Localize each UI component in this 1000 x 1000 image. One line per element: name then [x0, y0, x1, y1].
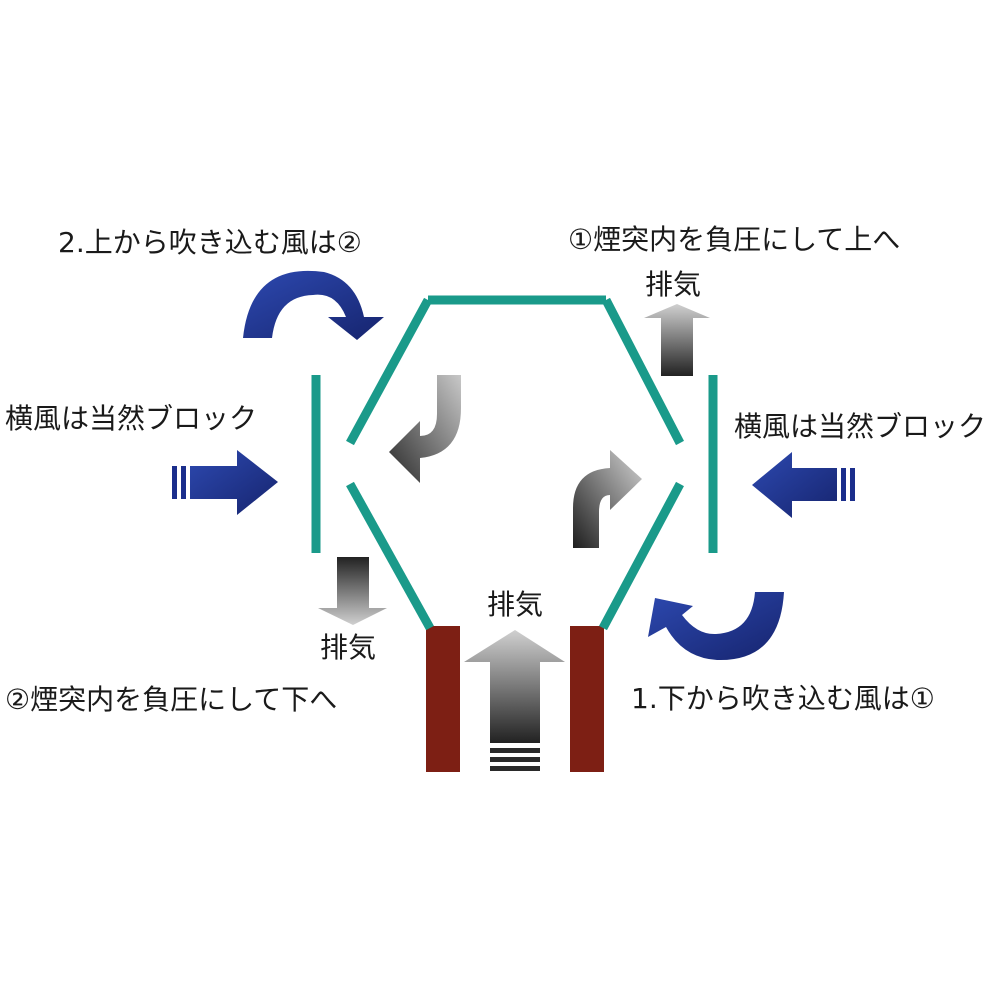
curved-wind-arrow-top	[243, 270, 384, 340]
cap-lower-right-slope	[599, 481, 684, 631]
chimney-wall-right	[570, 626, 604, 772]
label-exhaust-top-right: 排気	[645, 268, 702, 301]
inner-turn-left-arrow	[389, 375, 461, 483]
chimney-cap	[311, 295, 718, 631]
side-wind-arrow-right	[752, 452, 855, 518]
side-wind-arrow-left	[172, 450, 278, 515]
cap-upper-right-slope	[602, 297, 684, 446]
label-side-wind-left: 横風は当然ブロック	[5, 402, 258, 435]
chimney-wall-left	[426, 626, 460, 772]
label-exhaust-center: 排気	[487, 588, 544, 621]
label-exhaust-left: 排気	[320, 631, 377, 664]
cap-upper-left-slope	[346, 297, 432, 446]
label-bottom-wind-note: 1.下から吹き込む風は①	[631, 682, 935, 715]
label-negative-pressure-down: ②煙突内を負圧にして下へ	[5, 683, 338, 716]
exhaust-down-arrow	[318, 557, 387, 625]
label-negative-pressure-up: ①煙突内を負圧にして上へ	[568, 223, 901, 256]
label-top-wind-note: 2.上から吹き込む風は②	[58, 226, 362, 259]
inner-turn-right-arrow	[573, 450, 642, 548]
curved-wind-arrow-bottom	[648, 592, 784, 661]
exhaust-up-arrow	[644, 304, 710, 376]
label-side-wind-right: 横風は当然ブロック	[734, 410, 987, 443]
cap-lower-left-slope	[346, 481, 434, 631]
exhaust-center-arrow	[464, 630, 565, 743]
exhaust-center-tail	[490, 748, 540, 771]
